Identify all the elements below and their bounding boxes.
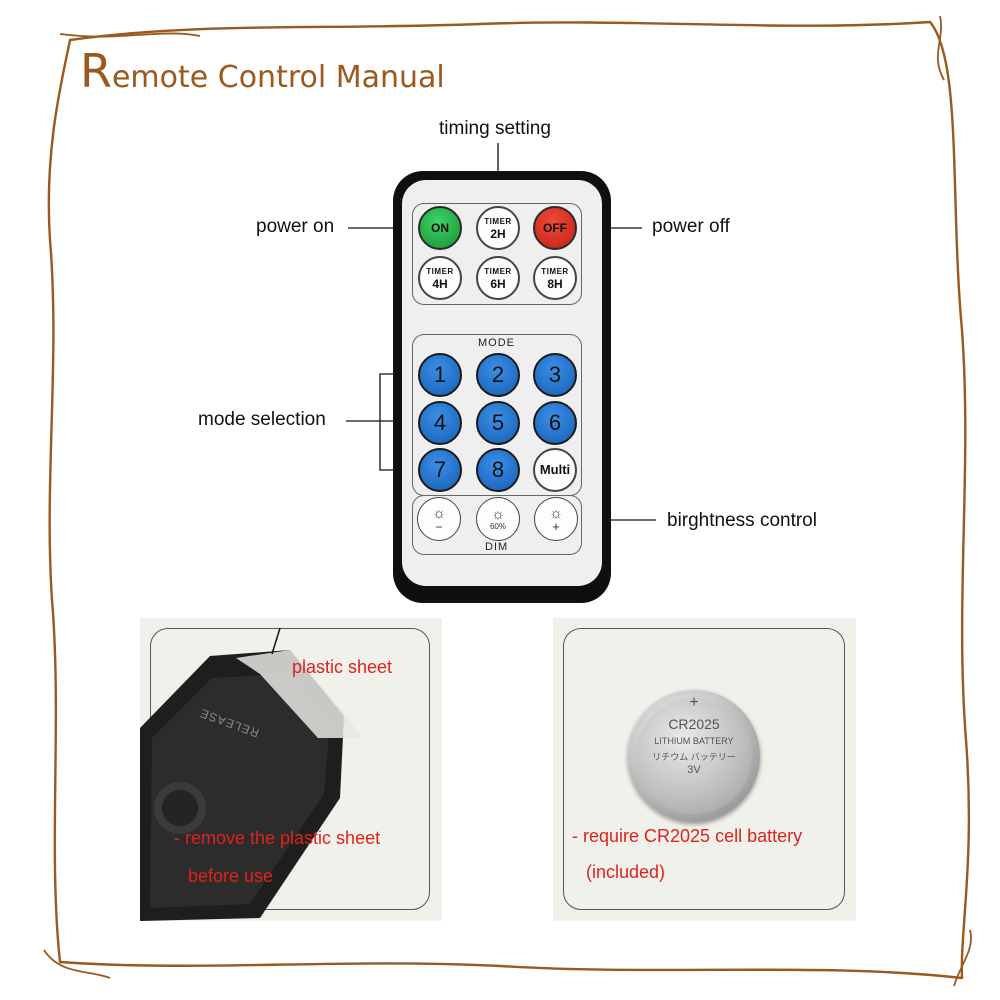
- timer-word: TIMER: [426, 267, 454, 276]
- mode-button-8[interactable]: 8: [476, 448, 520, 492]
- brightness-60-button[interactable]: ☼ 60%: [476, 497, 520, 541]
- page-title: Remote Control Manual: [80, 44, 445, 98]
- mode-button-7[interactable]: 7: [418, 448, 462, 492]
- battery-jp-text: リチウム バッテリー: [652, 752, 736, 762]
- mode-button-label: 6: [548, 410, 562, 435]
- multi-button-label: Multi: [539, 462, 571, 477]
- remove-sheet-instruction: - remove the plastic sheet: [174, 828, 381, 848]
- title-rest: emote Control Manual: [111, 60, 445, 95]
- label-power-on: power on: [256, 216, 335, 237]
- minus-label: −: [435, 519, 443, 534]
- cr2025-battery-image: + CR2025 LITHIUM BATTERY リチウム バッテリー 3V: [628, 690, 760, 822]
- label-mode-selection: mode selection: [198, 409, 326, 430]
- off-button-label: OFF: [543, 221, 567, 235]
- title-first-letter: R: [80, 44, 112, 98]
- timer-4h-label: 4H: [432, 277, 448, 291]
- timer-word: TIMER: [484, 267, 512, 276]
- battery-voltage: 3V: [687, 764, 701, 776]
- brightness-down-button[interactable]: ☼ −: [417, 497, 461, 541]
- battery-face: [636, 698, 752, 814]
- mode-button-label: 1: [433, 362, 447, 387]
- sun-icon: ☼: [549, 504, 563, 522]
- sun-icon: ☼: [491, 505, 505, 523]
- battery-type: LITHIUM BATTERY: [654, 736, 734, 746]
- mode-button-1[interactable]: 1: [418, 353, 462, 397]
- battery-included: (included): [586, 862, 666, 882]
- multi-button[interactable]: Multi: [533, 448, 577, 492]
- timer-8h-label: 8H: [547, 277, 563, 291]
- on-button-label: ON: [431, 221, 449, 235]
- timer-2h-label: 2H: [490, 227, 506, 241]
- mode-button-6[interactable]: 6: [533, 401, 577, 445]
- mode-button-5[interactable]: 5: [476, 401, 520, 445]
- battery-model: CR2025: [668, 716, 720, 732]
- brightness-up-button[interactable]: ☼ +: [534, 497, 578, 541]
- mode-button-label: 2: [491, 362, 505, 387]
- mode-button-label: 5: [491, 410, 505, 435]
- photo-plastic-sheet: RELEASE: [140, 618, 442, 921]
- before-use-instruction: before use: [188, 866, 274, 886]
- on-button[interactable]: ON: [418, 206, 462, 250]
- plus-label: +: [552, 518, 560, 534]
- dim-caption: DIM: [485, 541, 509, 553]
- timer-6h-label: 6H: [490, 277, 506, 291]
- off-button[interactable]: OFF: [533, 206, 577, 250]
- mode-button-4[interactable]: 4: [418, 401, 462, 445]
- plastic-sheet-label: plastic sheet: [292, 657, 393, 677]
- mode-caption: MODE: [478, 337, 515, 349]
- remote-back-image: [140, 627, 362, 921]
- battery-requirement: - require CR2025 cell battery: [572, 826, 803, 846]
- mode-button-label: 3: [548, 362, 562, 387]
- battery-plus: +: [689, 694, 699, 711]
- mode-button-2[interactable]: 2: [476, 353, 520, 397]
- mode-button-label: 4: [433, 410, 447, 435]
- sun-icon: ☼: [432, 504, 446, 522]
- label-brightness-control: birghtness control: [667, 510, 817, 531]
- dim-panel: [412, 495, 582, 555]
- label-power-off: power off: [652, 216, 730, 237]
- timer-panel: [412, 203, 582, 305]
- mode-button-3[interactable]: 3: [533, 353, 577, 397]
- timer-word: TIMER: [484, 217, 512, 226]
- percent-label: 60%: [489, 521, 506, 531]
- label-timing-setting: timing setting: [439, 118, 551, 139]
- mode-button-label: 8: [491, 457, 505, 482]
- photo-inner-frame: [563, 628, 845, 910]
- mode-button-label: 7: [433, 457, 447, 482]
- timer-word: TIMER: [541, 267, 569, 276]
